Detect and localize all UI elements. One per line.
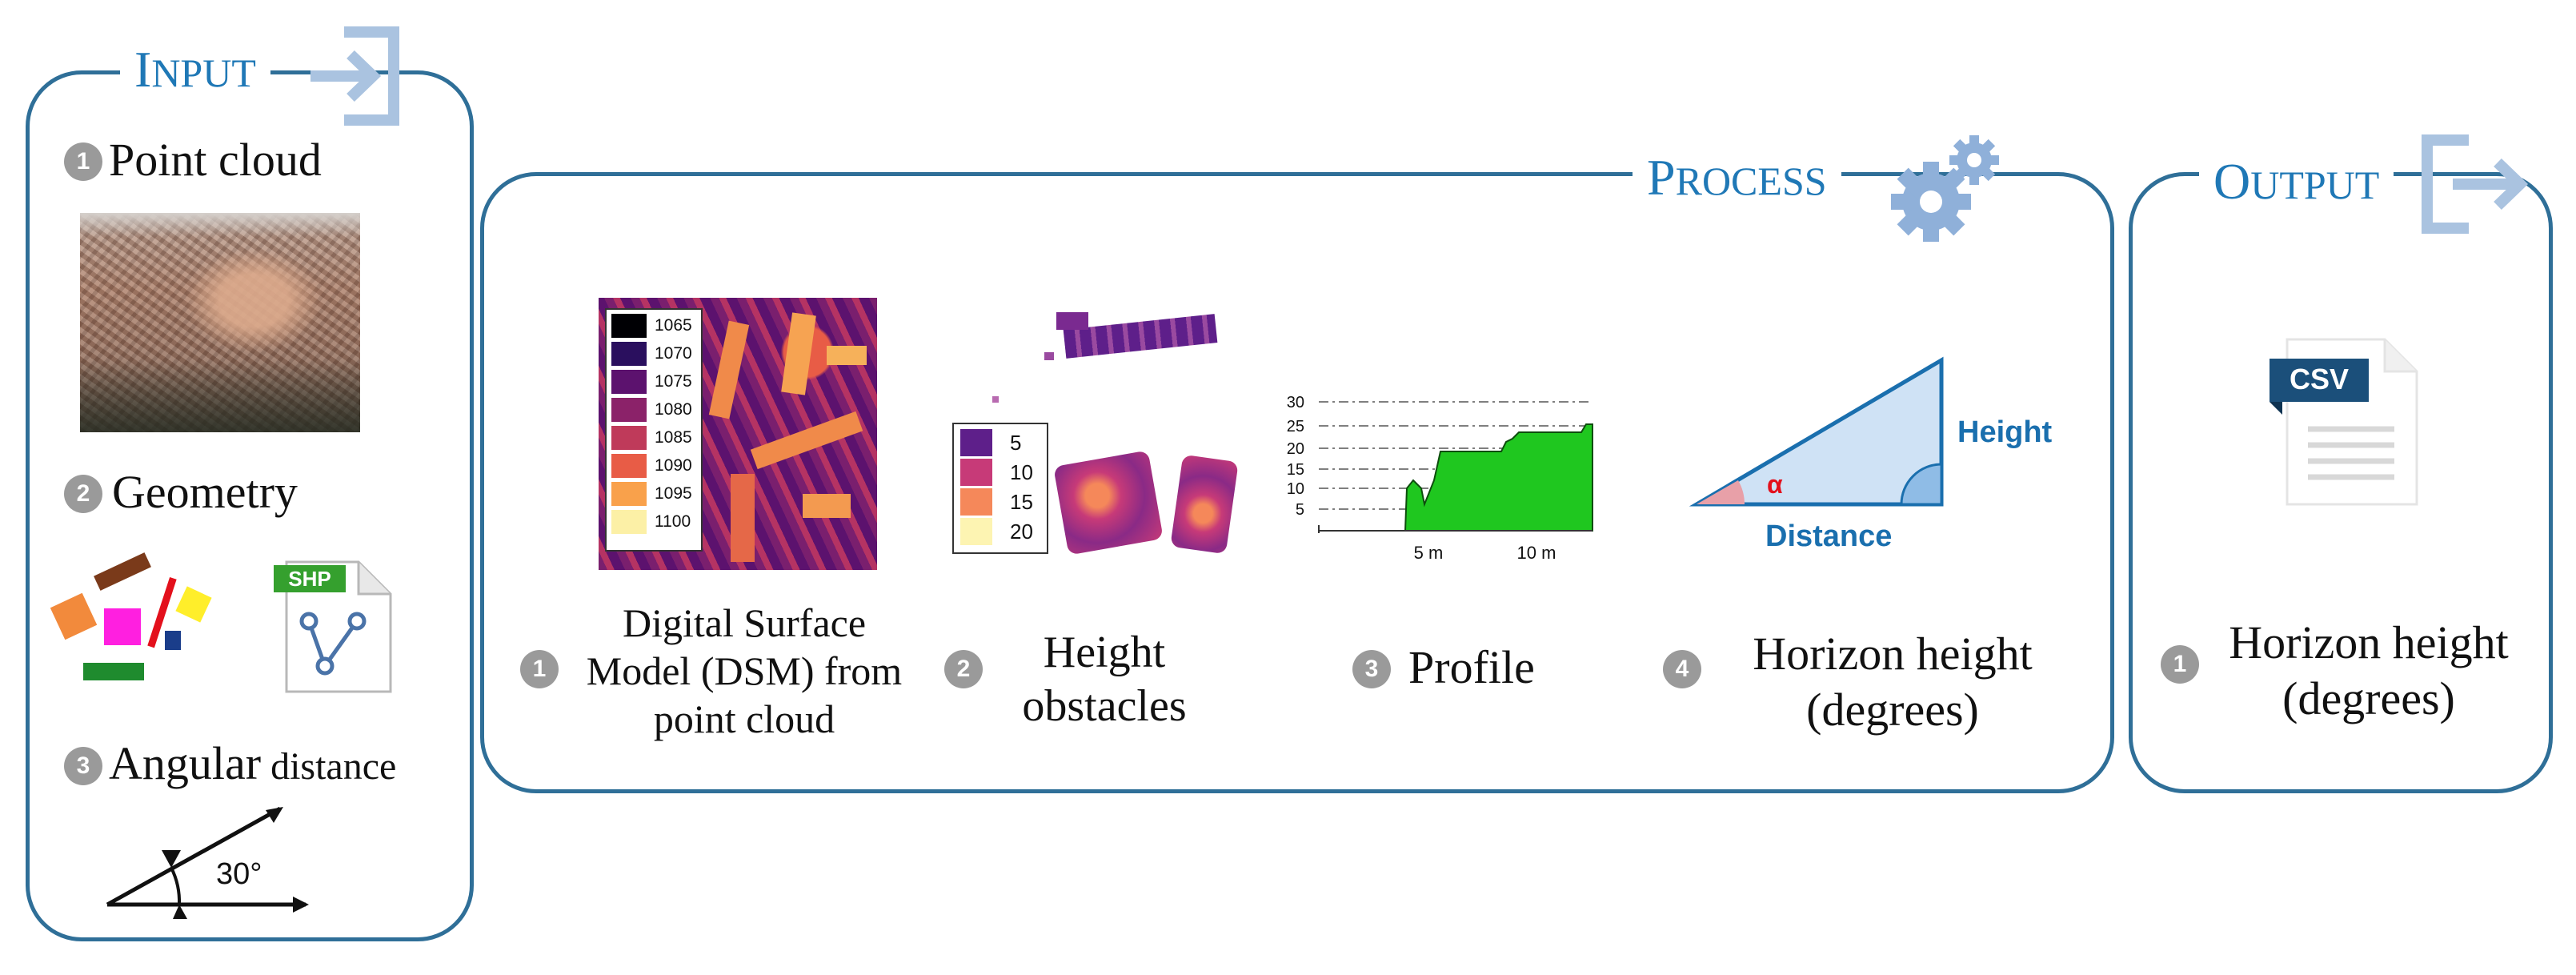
distance-label: Distance xyxy=(1765,520,1892,553)
height-legend-label: 5 xyxy=(1010,431,1022,455)
output-horizon-height-label: Horizon height (degrees) xyxy=(2229,616,2509,724)
geometry-label: Geometry xyxy=(112,466,298,518)
dsm-legend-label: 1085 xyxy=(655,428,692,447)
dsm-legend-swatch xyxy=(611,482,647,506)
profile-y-tick: 5 xyxy=(1296,501,1304,519)
profile-y-tick: 15 xyxy=(1287,461,1304,479)
step-number-badge: 4 xyxy=(1663,650,1701,688)
angle-diagram-icon: 30° xyxy=(106,806,309,919)
input-title: INPUT xyxy=(120,40,270,99)
dsm-legend-label: 1095 xyxy=(655,484,692,503)
dsm-legend-label: 1070 xyxy=(655,344,692,363)
profile-x-tick: 10 m xyxy=(1517,543,1556,563)
input-arrow-icon xyxy=(310,26,399,126)
step-number-badge: 3 xyxy=(1352,650,1391,688)
angular-distance-label: Angular distance xyxy=(109,737,397,789)
step-number-badge: 1 xyxy=(2161,645,2199,684)
dsm-legend-label: 1090 xyxy=(655,456,692,475)
point-cloud-label: Point cloud xyxy=(109,134,322,186)
profile-label: Profile xyxy=(1408,641,1535,693)
step-number-badge: 3 xyxy=(64,747,102,785)
output-title: OUTPUT xyxy=(2199,152,2394,211)
dsm-legend-label: 1065 xyxy=(655,316,692,335)
profile-y-tick: 10 xyxy=(1287,480,1304,498)
dsm-step-label: Digital Surface Model (DSM) from point c… xyxy=(586,600,903,741)
step-number-badge: 2 xyxy=(944,650,983,688)
dsm-legend-swatch xyxy=(611,426,647,450)
dsm-legend-label: 1075 xyxy=(655,372,692,391)
height-legend-swatch xyxy=(960,518,992,545)
profile-y-tick: 30 xyxy=(1287,394,1304,411)
horizon-height-label: Horizon height (degrees) xyxy=(1753,628,2033,736)
profile-y-tick: 25 xyxy=(1287,418,1304,435)
profile-y-tick: 20 xyxy=(1287,440,1304,458)
svg-text:CSV: CSV xyxy=(2290,363,2349,395)
height-label: Height xyxy=(1957,415,2053,449)
height-legend-swatch xyxy=(960,429,992,456)
dsm-legend-label: 1080 xyxy=(655,400,692,419)
output-arrow-icon xyxy=(2422,134,2529,234)
height-legend-label: 20 xyxy=(1010,520,1033,544)
dsm-legend-swatch xyxy=(611,342,647,366)
step-number-badge: 2 xyxy=(64,475,102,513)
svg-text:SHP: SHP xyxy=(288,567,331,591)
horizon-triangle-diagram: α Height Distance xyxy=(1689,356,2053,553)
height-obstacles-label: Height obstacles xyxy=(1022,628,1187,732)
csv-file-icon: CSV xyxy=(2270,338,2418,506)
height-legend-swatch xyxy=(960,459,992,486)
process-panel xyxy=(480,172,2114,793)
gears-icon xyxy=(1891,135,1999,242)
svg-text:30°: 30° xyxy=(216,857,262,891)
profile-chart: 30 25 20 15 10 5 5 m 10 m xyxy=(1287,394,1593,563)
geometry-shapes-icon xyxy=(50,552,212,680)
dsm-legend-swatch xyxy=(611,454,647,478)
point-cloud-image xyxy=(80,213,360,432)
shp-file-icon: SHP xyxy=(274,560,392,693)
step-number-badge: 1 xyxy=(520,650,559,688)
dsm-legend-swatch xyxy=(611,314,647,338)
profile-x-tick: 5 m xyxy=(1414,543,1444,563)
step-number-badge: 1 xyxy=(64,142,102,181)
dsm-legend-swatch xyxy=(611,398,647,422)
height-legend-label: 10 xyxy=(1010,460,1033,484)
height-legend-label: 15 xyxy=(1010,490,1033,514)
dsm-legend-label: 1100 xyxy=(655,512,691,531)
dsm-legend-swatch xyxy=(611,370,647,394)
height-legend-swatch xyxy=(960,488,992,516)
alpha-label: α xyxy=(1767,470,1783,499)
dsm-legend-swatch xyxy=(611,510,647,534)
process-title: PROCESS xyxy=(1633,148,1841,207)
height-obstacles-image xyxy=(944,304,1239,568)
